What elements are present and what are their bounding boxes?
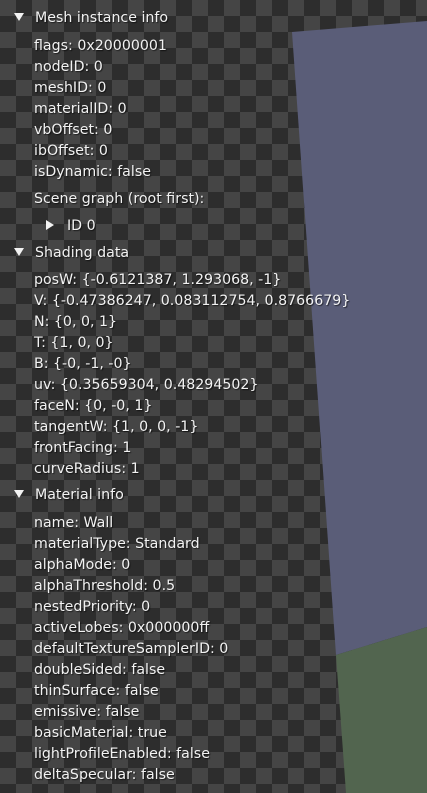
info-row-uv: uv: {0.35659304, 0.48294502}	[34, 377, 259, 393]
info-row-delta-specular: deltaSpecular: false	[34, 767, 175, 783]
section-title: Shading data	[35, 245, 130, 261]
expand-arrow-icon	[14, 248, 24, 256]
expand-arrow-icon	[14, 13, 24, 21]
info-row-normal: N: {0, 0, 1}	[34, 314, 118, 330]
info-row-vb-offset: vbOffset: 0	[34, 122, 113, 138]
info-row-default-texture-sampler-id: defaultTextureSamplerID: 0	[34, 641, 229, 657]
section-header-material-info[interactable]: Material info	[14, 486, 124, 504]
info-row-pos-w: posW: {-0.6121387, 1.293068, -1}	[34, 272, 282, 288]
info-row-active-lobes: activeLobes: 0x000000ff	[34, 620, 210, 636]
section-title: Material info	[35, 487, 124, 503]
section-title: Mesh instance info	[35, 10, 169, 26]
info-row-material-id: materialID: 0	[34, 101, 127, 117]
info-row-emissive: emissive: false	[34, 704, 140, 720]
info-row-front-facing: frontFacing: 1	[34, 440, 132, 456]
info-row-bitangent: B: {-0, -1, -0}	[34, 356, 132, 372]
info-row-alpha-mode: alphaMode: 0	[34, 557, 131, 573]
info-row-double-sided: doubleSided: false	[34, 662, 166, 678]
info-row-material-name: name: Wall	[34, 515, 114, 531]
collapsed-arrow-icon	[46, 220, 54, 230]
expand-arrow-icon	[14, 490, 24, 498]
info-row-tangent-w: tangentW: {1, 0, 0, -1}	[34, 419, 199, 435]
info-row-view-vector: V: {-0.47386247, 0.083112754, 0.8766679}	[34, 293, 351, 309]
tree-node-label: ID 0	[67, 218, 96, 234]
scene-graph-heading: Scene graph (root first):	[34, 191, 205, 207]
info-row-curve-radius: curveRadius: 1	[34, 461, 140, 477]
info-row-basic-material: basicMaterial: true	[34, 725, 167, 741]
tree-node-id-0[interactable]: ID 0	[46, 217, 96, 235]
info-row-alpha-threshold: alphaThreshold: 0.5	[34, 578, 176, 594]
section-header-mesh-instance-info[interactable]: Mesh instance info	[14, 9, 168, 27]
info-row-tangent: T: {1, 0, 0}	[34, 335, 114, 351]
info-row-light-profile-enabled: lightProfileEnabled: false	[34, 746, 210, 762]
info-row-ib-offset: ibOffset: 0	[34, 143, 108, 159]
info-row-is-dynamic: isDynamic: false	[34, 164, 151, 180]
section-header-shading-data[interactable]: Shading data	[14, 244, 129, 262]
info-row-material-type: materialType: Standard	[34, 536, 200, 552]
info-row-nested-priority: nestedPriority: 0	[34, 599, 151, 615]
info-row-node-id: nodeID: 0	[34, 59, 103, 75]
info-row-thin-surface: thinSurface: false	[34, 683, 159, 699]
info-row-mesh-id: meshID: 0	[34, 80, 107, 96]
info-row-face-normal: faceN: {0, -0, 1}	[34, 398, 153, 414]
info-row-flags: flags: 0x20000001	[34, 38, 167, 54]
